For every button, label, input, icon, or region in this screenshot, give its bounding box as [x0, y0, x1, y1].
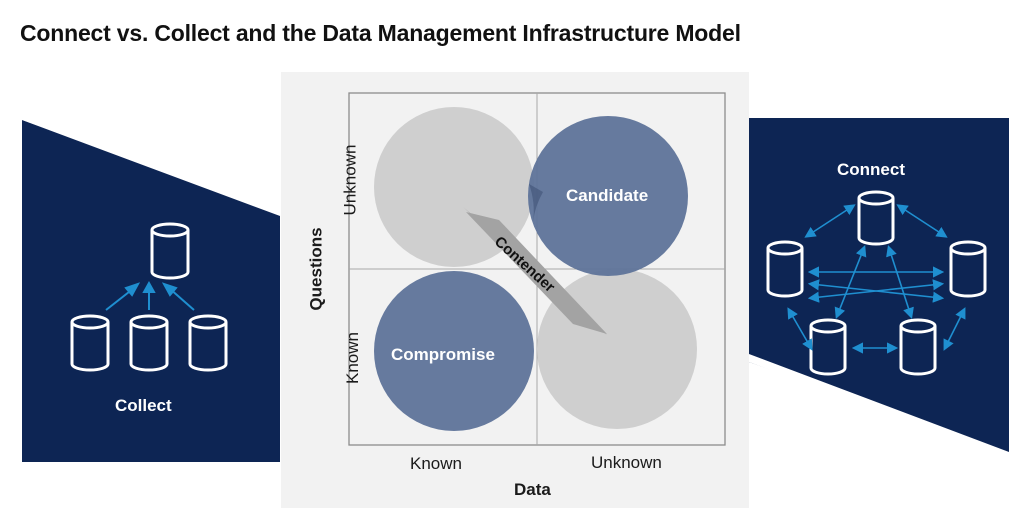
database-icon-left: [766, 240, 804, 298]
database-icon-right: [188, 314, 228, 372]
quadrant-diagram: [348, 92, 726, 446]
collect-label: Collect: [115, 396, 172, 415]
database-icon-middle: [129, 314, 169, 372]
compromise-bubble: [374, 271, 534, 431]
x-tick-known: Known: [410, 454, 462, 473]
y-tick-unknown: Unknown: [340, 144, 360, 216]
candidate-bubble: [528, 116, 688, 276]
contender-shape: [466, 212, 607, 334]
connect-diagonal-stripe: [749, 354, 1009, 460]
quadrant-panel: Candidate Compromise Contender Unknown K…: [281, 72, 749, 508]
collect-arrows: [105, 280, 195, 311]
y-tick-known: Known: [342, 332, 362, 384]
connect-illustration: [749, 118, 1009, 455]
collect-illustration: [22, 120, 280, 462]
candidate-label: Candidate: [566, 186, 649, 205]
database-icon-top: [857, 190, 895, 246]
collect-panel: Collect: [22, 120, 280, 462]
database-icon-right: [949, 240, 987, 298]
collect-diagonal-stripe: [22, 120, 280, 216]
y-axis-label: Questions: [306, 227, 326, 311]
x-axis-label: Data: [514, 480, 551, 499]
connect-panel: Connect: [749, 118, 1009, 462]
x-tick-unknown: Unknown: [591, 453, 662, 472]
page-title: Connect vs. Collect and the Data Managem…: [20, 20, 741, 46]
database-icon-top: [150, 222, 190, 280]
database-icon-left: [70, 314, 110, 372]
connect-label: Connect: [837, 160, 905, 179]
connect-arrows: [787, 204, 966, 354]
database-icon-bottom-right: [899, 318, 937, 376]
compromise-label: Compromise: [391, 345, 495, 364]
